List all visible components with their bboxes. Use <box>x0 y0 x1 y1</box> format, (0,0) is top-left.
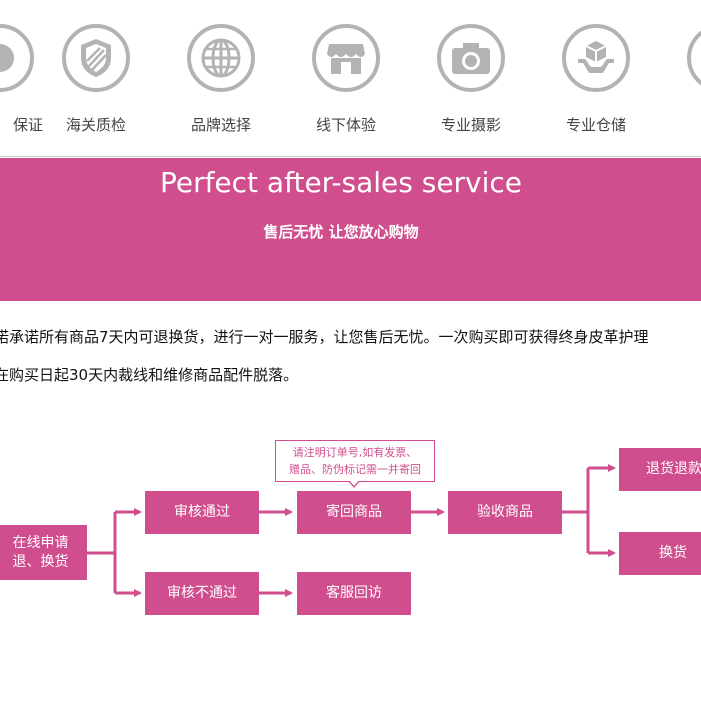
feature-offline-experience: 线下体验 <box>308 24 384 134</box>
send-back-note: 请注明订单号,如有发票、 赠品、防伪标记需一并寄回 <box>275 440 435 482</box>
after-sales-banner: Perfect after-sales service 售后无忧 让您放心购物 <box>0 158 701 301</box>
flow-connectors <box>87 464 616 597</box>
note-line: 请注明订单号,如有发票、 <box>292 446 418 459</box>
description-line-2: 在购买日起30天内裁线和维修商品配件脱落。 <box>0 366 299 384</box>
feature-icons-row: 保证 海关质检 品牌选择 <box>0 0 701 157</box>
note-line: 赠品、防伪标记需一并寄回 <box>289 463 421 476</box>
note-caret-inner <box>349 480 359 486</box>
store-icon <box>312 24 380 92</box>
flow-step-refund: 退货退款 <box>619 448 701 491</box>
description-line-1: 诺承诺所有商品7天内可退换货，进行一对一服务，让您售后无忧。一次购买即可获得终身… <box>0 328 649 346</box>
flow-step-rejected: 审核不通过 <box>145 572 259 615</box>
feature-brand-selection: 品牌选择 <box>183 24 259 134</box>
feature-customs-inspection: 海关质检 <box>58 24 134 134</box>
feature-label: 品牌选择 <box>190 116 251 134</box>
flow-step-exchange: 换货 <box>619 532 701 575</box>
globe-icon <box>187 24 255 92</box>
feature-after-sales: 售 <box>683 24 701 92</box>
badge-icon <box>0 24 34 92</box>
flow-step-follow-up: 客服回访 <box>297 572 411 615</box>
feature-professional-photography: 专业摄影 <box>433 24 509 134</box>
feature-label: 售 <box>649 114 701 135</box>
feature-guarantee: 保证 <box>0 24 43 134</box>
flow-step-send-back: 寄回商品 <box>297 491 411 534</box>
shield-icon <box>62 24 130 92</box>
camera-icon <box>437 24 505 92</box>
flow-step-label: 在线申请 <box>12 534 69 551</box>
service-icon <box>687 24 701 92</box>
feature-professional-warehousing: 专业仓储 <box>558 24 634 134</box>
banner-title: Perfect after-sales service <box>159 166 523 199</box>
banner-subtitle: 售后无忧 让您放心购物 <box>263 223 419 241</box>
flow-step-inspect: 验收商品 <box>448 491 562 534</box>
flow-step-approved: 审核通过 <box>145 491 259 534</box>
section-divider <box>0 156 701 157</box>
feature-label: 线下体验 <box>315 116 376 134</box>
warehouse-icon <box>562 24 630 92</box>
feature-label: 专业仓储 <box>565 116 626 134</box>
flow-step-apply-online: 在线申请 退、换货 <box>0 525 87 580</box>
feature-label: 专业摄影 <box>440 116 501 134</box>
feature-label: 海关质检 <box>65 116 126 134</box>
flow-step-label: 退、换货 <box>12 553 69 570</box>
feature-label: 保证 <box>12 116 43 134</box>
